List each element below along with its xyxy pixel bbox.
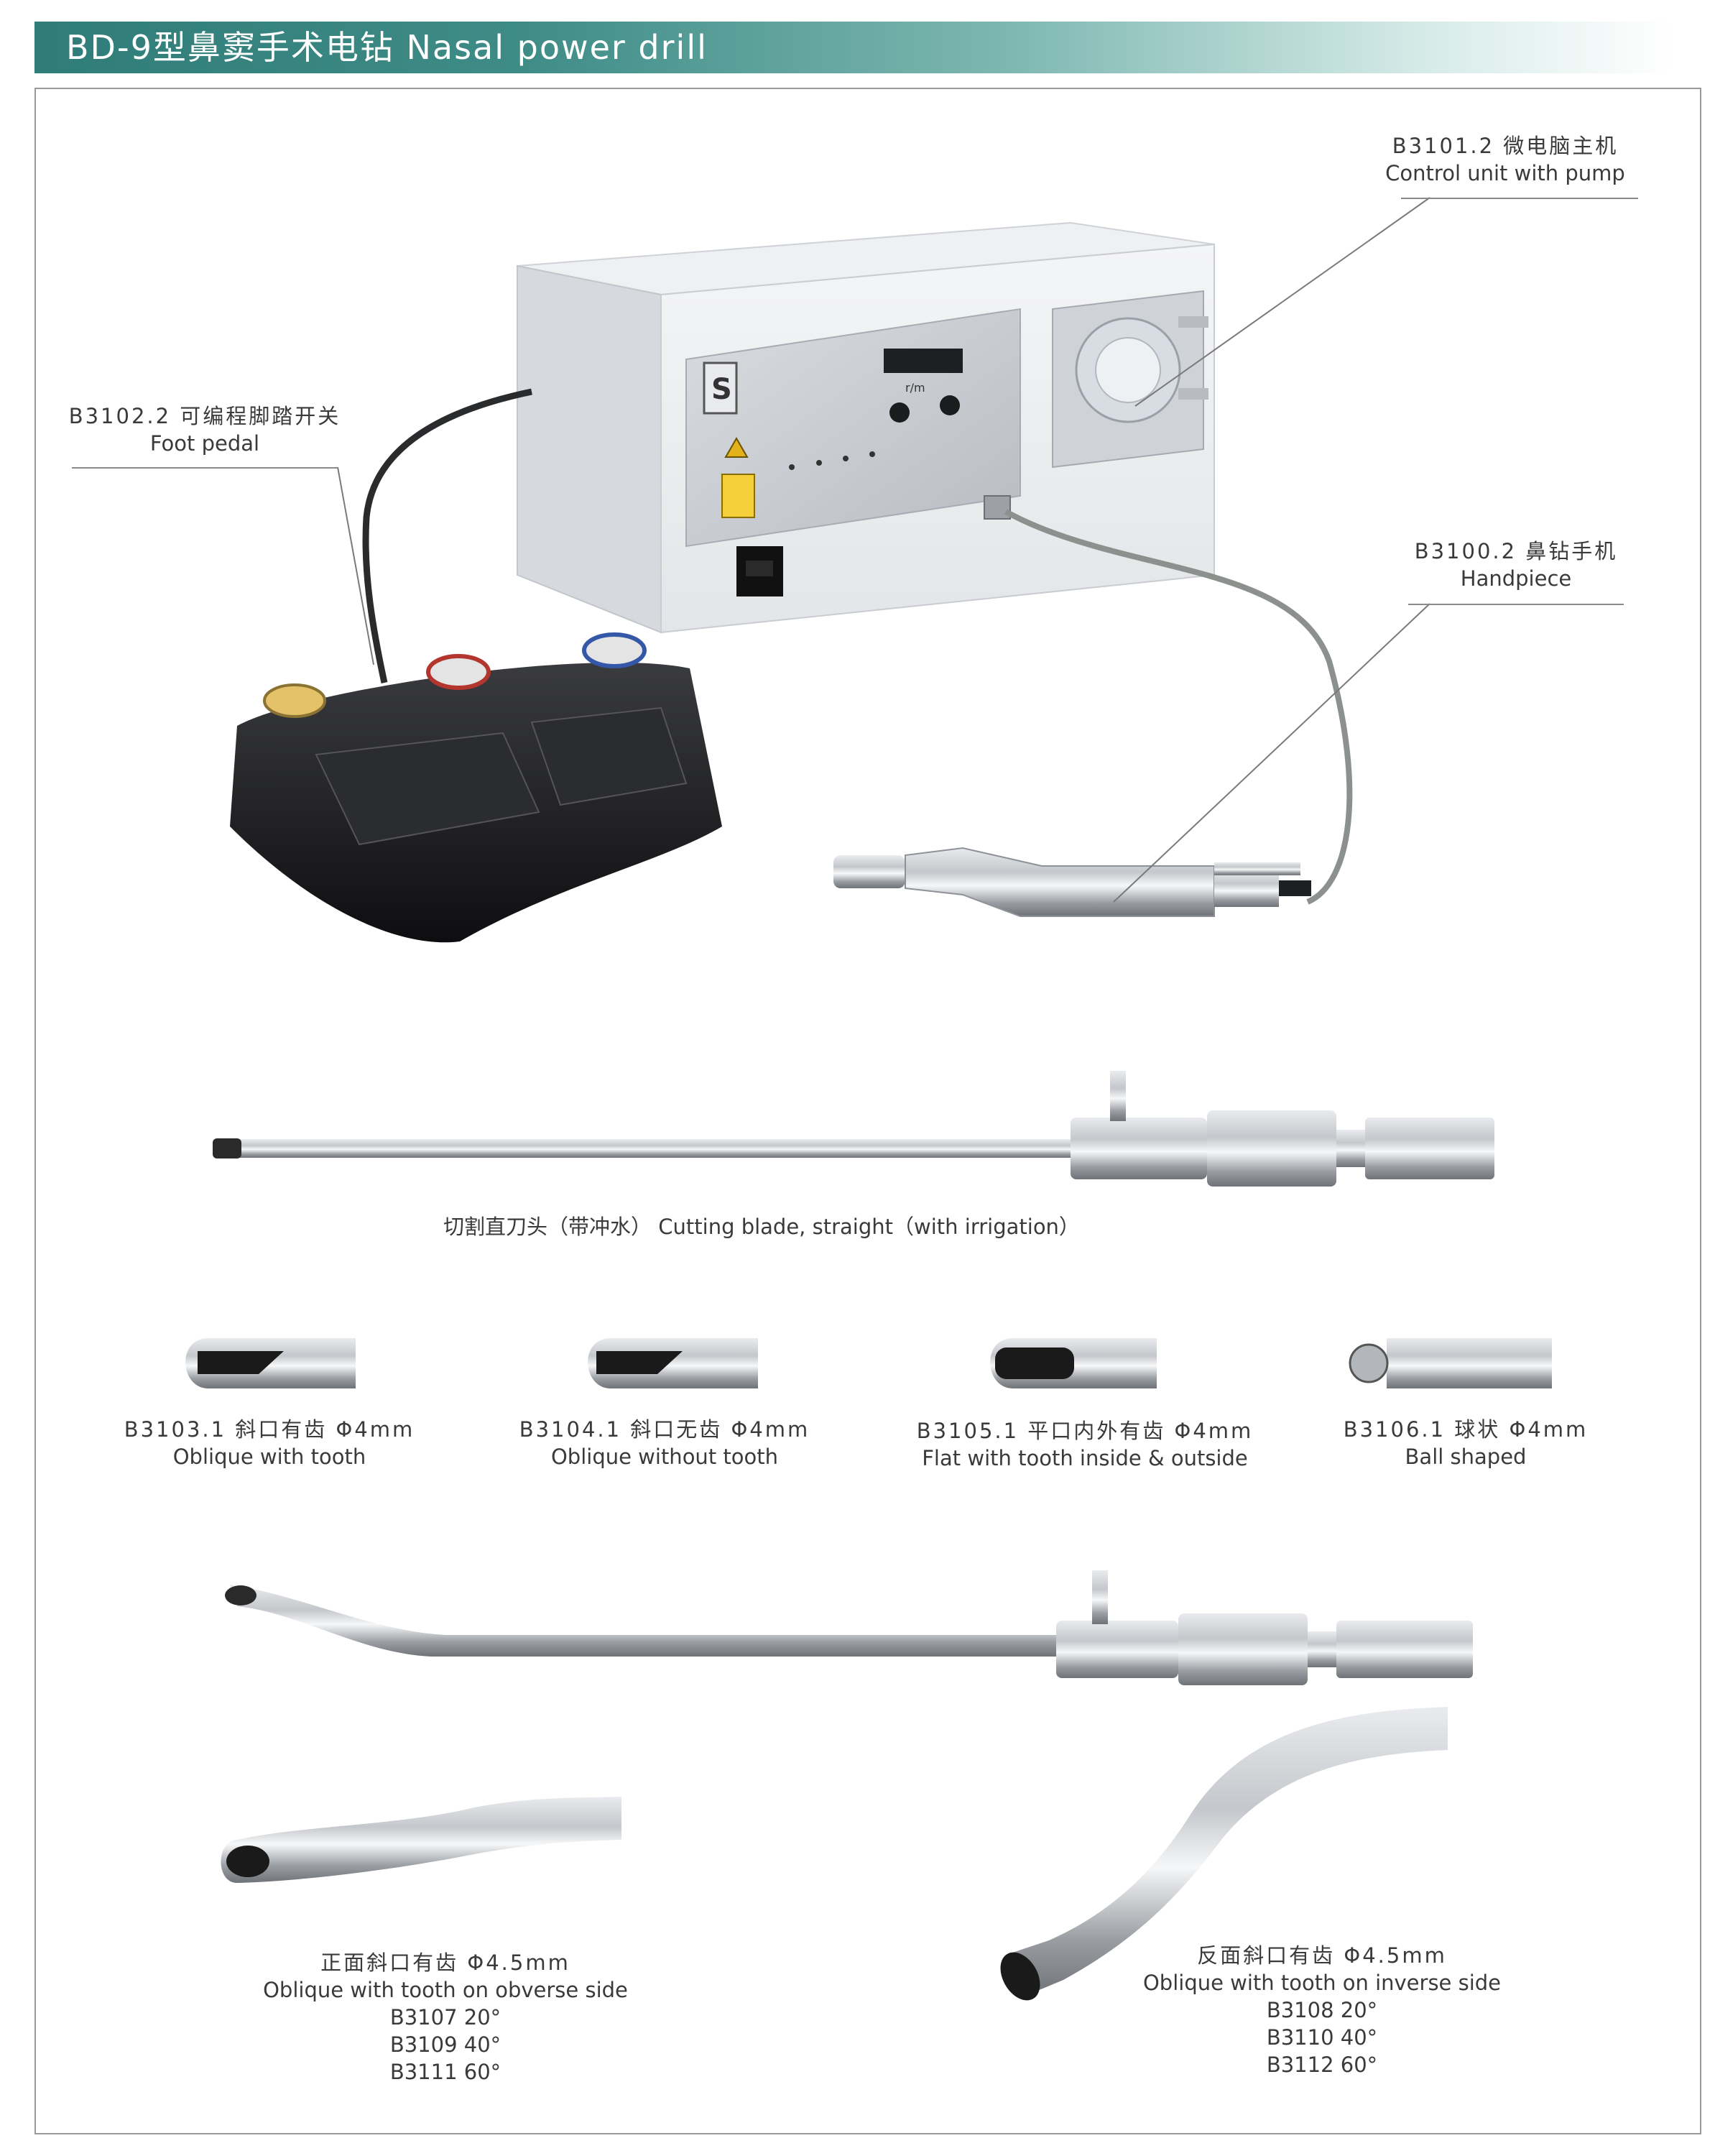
tip-oblique-with-tooth	[185, 1338, 356, 1388]
control-unit-rule	[1401, 198, 1638, 199]
tip-name-4: Ball shaped	[1405, 1445, 1527, 1469]
warning-icon	[724, 436, 749, 458]
foot-pedal-name: Foot pedal	[149, 431, 260, 456]
tip-caption-4: B3106.1 球状 Φ4mm Ball shaped	[1308, 1416, 1624, 1470]
handpiece-code: B3100.2 鼻钻手机	[1414, 539, 1618, 563]
pedal-button-yellow[interactable]	[263, 683, 326, 718]
control-unit: S r/m	[517, 221, 1215, 634]
straight-cutting-blade	[213, 1071, 1494, 1187]
brand-logo-icon	[703, 361, 738, 415]
handpiece-cable	[1004, 509, 1353, 905]
tip-code-2: B3104.1 斜口无齿 Φ4mm	[519, 1417, 810, 1442]
content-frame	[34, 88, 1701, 2134]
control-unit-callout: B3101.2 微电脑主机 Control unit with pump	[1365, 132, 1645, 187]
title-banner	[34, 22, 1673, 73]
foot-pedal-rule	[72, 467, 338, 469]
speed-up-button[interactable]	[940, 395, 960, 415]
tip-obverse-curved	[221, 1797, 621, 1883]
inverse-variant: B3112 60°	[1266, 2053, 1378, 2077]
obverse-variant: B3111 60°	[389, 2060, 501, 2084]
inverse-name: Oblique with tooth on inverse side	[1142, 1971, 1502, 1995]
control-unit-code: B3101.2 微电脑主机	[1392, 134, 1619, 158]
handpiece	[833, 847, 1311, 917]
obverse-caption: 正面斜口有齿 Φ4.5mm Oblique with tooth on obve…	[216, 1949, 675, 2086]
curved-cutting-blade	[225, 1570, 1473, 1685]
pedal-button-red[interactable]	[426, 654, 491, 690]
tip-code-3: B3105.1 平口内外有齿 Φ4mm	[916, 1419, 1254, 1443]
obverse-variant: B3109 40°	[389, 2032, 501, 2057]
tip-ball-shaped	[1349, 1338, 1552, 1388]
handpiece-callout: B3100.2 鼻钻手机 Handpiece	[1387, 538, 1645, 592]
inverse-variant: B3110 40°	[1266, 2025, 1378, 2050]
tip-code-1: B3103.1 斜口有齿 Φ4mm	[124, 1417, 415, 1442]
tip-inverse-curved	[1000, 1707, 1448, 2001]
svg-text:S: S	[711, 373, 732, 406]
straight-blade-caption: 切割直刀头（带冲水） Cutting blade, straight（with …	[443, 1215, 1080, 1239]
handpiece-name: Handpiece	[1460, 566, 1572, 591]
pedal-button-blue[interactable]	[582, 632, 647, 668]
foot-pedal-callout: B3102.2 可编程脚踏开关 Foot pedal	[57, 402, 352, 457]
tip-flat-with-tooth	[990, 1338, 1157, 1388]
tip-oblique-without-tooth	[588, 1338, 758, 1388]
inverse-title: 反面斜口有齿 Φ4.5mm	[1197, 1943, 1447, 1968]
tip-caption-2: B3104.1 斜口无齿 Φ4mm Oblique without tooth	[496, 1416, 833, 1470]
obverse-variant: B3107 20°	[389, 2005, 501, 2030]
inverse-variant: B3108 20°	[1266, 1998, 1378, 2022]
pedal-cable	[362, 388, 532, 683]
foot-pedal	[230, 632, 722, 943]
patient-symbol-icon	[721, 474, 755, 518]
obverse-name: Oblique with tooth on obverse side	[263, 1978, 628, 2002]
handpiece-connector	[984, 495, 1011, 520]
speed-display	[884, 349, 963, 373]
handpiece-rule	[1408, 604, 1624, 605]
speed-down-button[interactable]	[889, 402, 910, 423]
obverse-title: 正面斜口有齿 Φ4.5mm	[320, 1950, 570, 1975]
foot-pedal-code: B3102.2 可编程脚踏开关	[68, 404, 341, 428]
tip-caption-3: B3105.1 平口内外有齿 Φ4mm Flat with tooth insi…	[898, 1417, 1272, 1472]
speed-unit-label: r/m	[905, 381, 925, 395]
tip-name-3: Flat with tooth inside & outside	[922, 1446, 1248, 1470]
page-title: BD-9型鼻窦手术电钻 Nasal power drill	[66, 28, 708, 67]
tip-caption-1: B3103.1 斜口有齿 Φ4mm Oblique with tooth	[101, 1416, 438, 1470]
inverse-caption: 反面斜口有齿 Φ4.5mm Oblique with tooth on inve…	[1106, 1942, 1538, 2078]
tip-name-2: Oblique without tooth	[550, 1445, 779, 1469]
control-unit-name: Control unit with pump	[1385, 161, 1625, 185]
tip-code-4: B3106.1 球状 Φ4mm	[1343, 1417, 1589, 1442]
tip-name-1: Oblique with tooth	[172, 1445, 366, 1469]
